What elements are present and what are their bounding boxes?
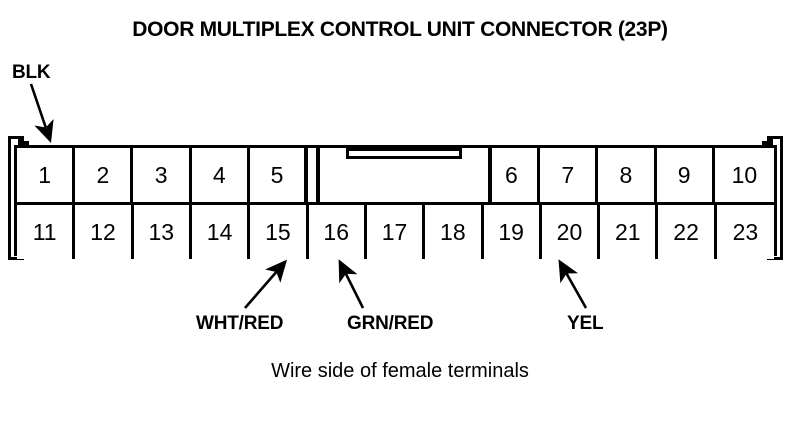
left-flange-icon [8, 136, 29, 260]
terminal-cell-21[interactable]: 21 [600, 205, 659, 259]
terminal-cell-8[interactable]: 8 [598, 148, 657, 202]
terminal-cell-16[interactable]: 16 [308, 205, 367, 259]
terminal-cell-12[interactable]: 12 [75, 205, 134, 259]
connector-body: 1 2 3 4 5 6 7 8 9 10 11 12 13 14 15 16 1… [8, 136, 783, 260]
terminal-cell-11[interactable]: 11 [17, 205, 76, 259]
terminal-cell-19[interactable]: 19 [483, 205, 542, 259]
terminal-cell-18[interactable]: 18 [425, 205, 484, 259]
callout-arrow-yel [558, 259, 588, 309]
terminal-cell-14[interactable]: 14 [191, 205, 251, 259]
terminal-cell-20[interactable]: 20 [541, 205, 601, 259]
terminal-grid: 1 2 3 4 5 6 7 8 9 10 11 12 13 14 15 16 1… [14, 145, 777, 259]
terminal-row-bottom: 11 12 13 14 15 16 17 18 19 20 21 22 23 [17, 202, 775, 259]
terminal-cell-23[interactable]: 23 [716, 205, 775, 259]
terminal-row-top: 1 2 3 4 5 6 7 8 9 10 [17, 148, 774, 202]
terminal-cell-17[interactable]: 17 [366, 205, 426, 259]
callout-arrow-grn-red [338, 259, 365, 309]
terminal-cell-5[interactable]: 5 [249, 148, 309, 202]
terminal-cell-10[interactable]: 10 [714, 148, 774, 202]
right-flange-icon [762, 136, 783, 260]
callout-arrow-wht-red [244, 259, 288, 309]
callout-arrow-blk [29, 83, 54, 143]
terminal-cell-7[interactable]: 7 [540, 148, 599, 202]
terminal-cell-1[interactable]: 1 [17, 148, 76, 202]
terminal-cell-2[interactable]: 2 [75, 148, 134, 202]
terminal-cell-4[interactable]: 4 [191, 148, 250, 202]
callout-label-yel: YEL [567, 313, 604, 334]
callout-label-wht-red: WHT/RED [196, 313, 284, 334]
page-title: DOOR MULTIPLEX CONTROL UNIT CONNECTOR (2… [132, 18, 668, 41]
terminal-cell-9[interactable]: 9 [656, 148, 715, 202]
terminal-cell-13[interactable]: 13 [133, 205, 192, 259]
callout-label-grn-red: GRN/RED [347, 313, 434, 334]
terminal-cell-22[interactable]: 22 [658, 205, 717, 259]
terminal-cell-3[interactable]: 3 [133, 148, 192, 202]
figure-caption: Wire side of female terminals [271, 360, 529, 382]
terminal-cell-15[interactable]: 15 [250, 205, 309, 259]
center-bay-lip [346, 148, 462, 159]
callout-label-blk: BLK [12, 62, 51, 83]
